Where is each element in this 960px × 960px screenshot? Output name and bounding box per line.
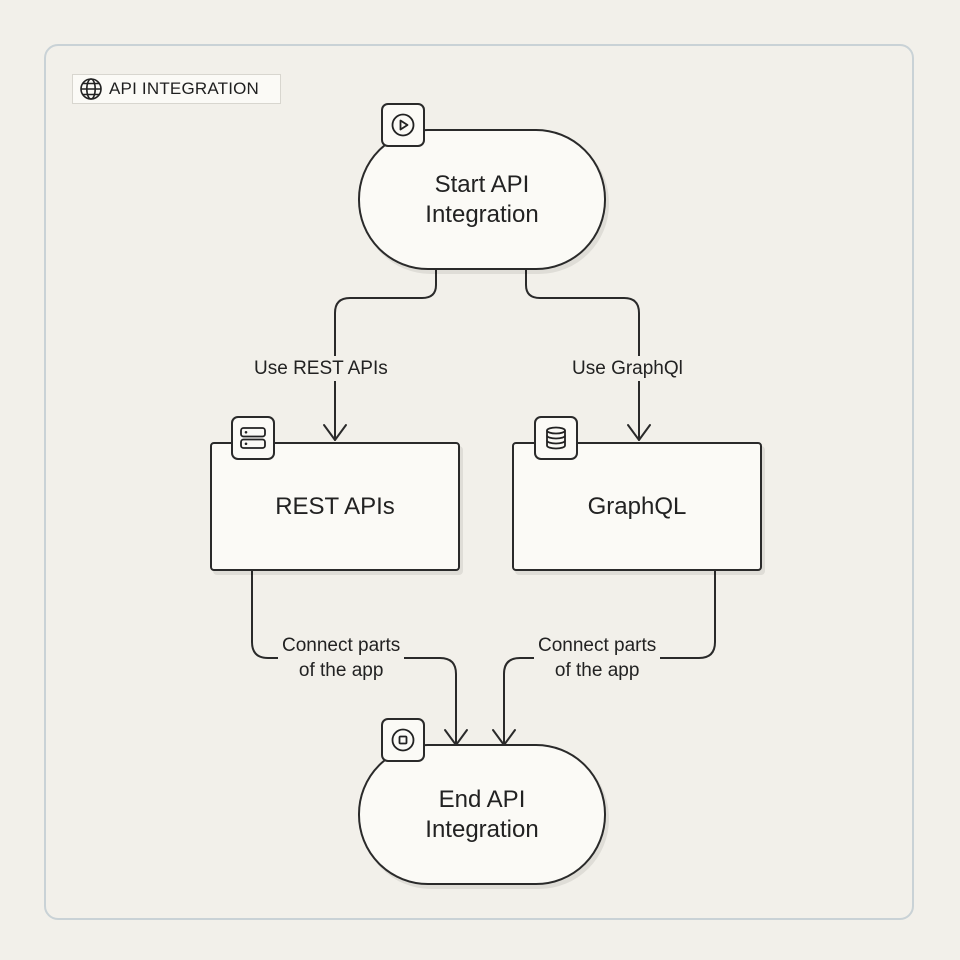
node-end-label: End API Integration <box>425 785 539 843</box>
diagram-title: API INTEGRATION <box>109 79 260 98</box>
stop-icon <box>391 728 415 752</box>
play-icon <box>391 113 415 137</box>
node-rest-apis[interactable]: REST APIs <box>210 442 460 571</box>
database-icon <box>546 426 566 450</box>
arrowhead-start-to-graphql <box>627 424 651 441</box>
node-end[interactable]: End API Integration <box>358 744 606 885</box>
arrowhead-start-to-rest <box>323 424 347 441</box>
edge-start-to-graphql <box>525 269 640 441</box>
node-start[interactable]: Start API Integration <box>358 129 606 270</box>
edge-start-to-rest <box>334 269 437 441</box>
node-start-badge <box>381 103 425 147</box>
node-graphql-badge <box>534 416 578 460</box>
diagram-frame <box>44 44 914 920</box>
node-end-badge <box>381 718 425 762</box>
diagram-title-chip: API INTEGRATION <box>72 74 281 104</box>
node-graphql[interactable]: GraphQL <box>512 442 762 571</box>
server-icon <box>240 427 266 449</box>
edge-label-start-to-rest: Use REST APIs <box>250 356 392 381</box>
node-rest-apis-label: REST APIs <box>275 492 395 520</box>
edge-label-start-to-graphql: Use GraphQl <box>568 356 687 381</box>
edge-label-graphql-to-end: Connect parts of the app <box>534 633 661 683</box>
edge-label-rest-to-end: Connect parts of the app <box>278 633 405 683</box>
globe-icon <box>80 78 102 100</box>
node-rest-apis-badge <box>231 416 275 460</box>
node-graphql-label: GraphQL <box>587 492 687 520</box>
node-start-label: Start API Integration <box>425 170 539 228</box>
